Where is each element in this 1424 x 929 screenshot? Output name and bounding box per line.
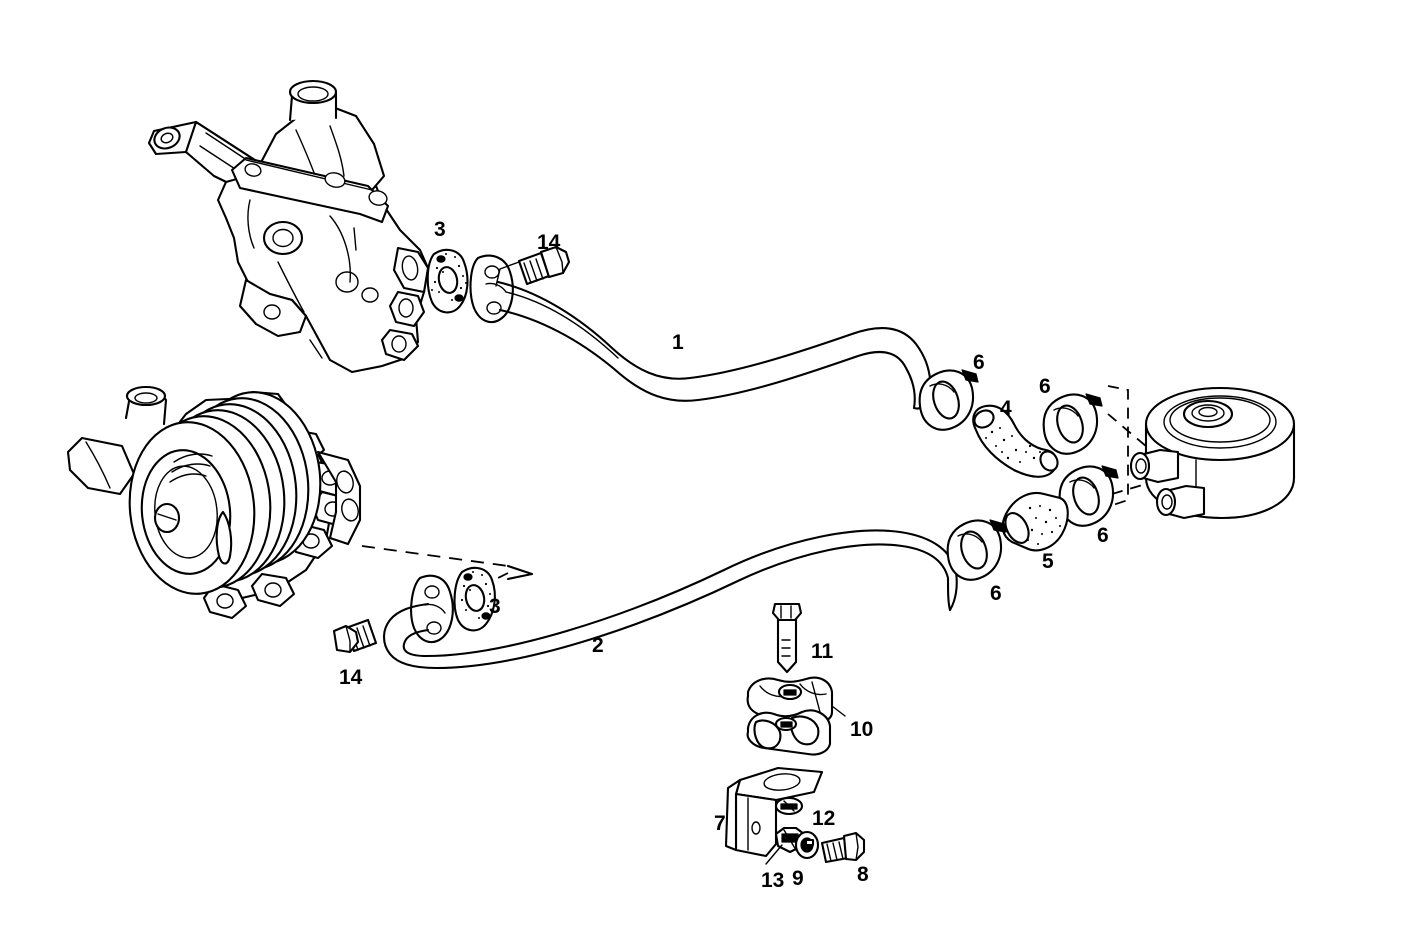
hose-clamp-a bbox=[918, 369, 979, 431]
callout-11: 11 bbox=[811, 640, 834, 663]
flange-bolt-upper bbox=[495, 245, 571, 287]
coolant-pipe-upper bbox=[469, 254, 932, 410]
elbow-hose bbox=[972, 404, 1059, 478]
callout-8: 8 bbox=[857, 863, 869, 886]
callout-9: 9 bbox=[792, 867, 804, 890]
callout-3-upper: 3 bbox=[434, 218, 446, 241]
callout-4: 4 bbox=[1000, 397, 1012, 420]
callout-14-lower: 14 bbox=[339, 666, 363, 689]
mounting-bracket bbox=[724, 766, 824, 858]
callout-10: 10 bbox=[850, 718, 874, 741]
hose-clamp-b bbox=[1042, 393, 1103, 455]
callout-3-lower: 3 bbox=[489, 595, 501, 618]
oil-filter-housing bbox=[147, 79, 430, 374]
callout-6-a: 6 bbox=[973, 351, 985, 374]
water-pump bbox=[66, 385, 362, 620]
callout-6-c: 6 bbox=[1097, 524, 1109, 547]
pipe-clamp-upper-half bbox=[746, 676, 834, 724]
lock-washer bbox=[774, 796, 804, 816]
hose-clamp-d bbox=[946, 519, 1007, 581]
callout-5: 5 bbox=[1042, 550, 1054, 573]
callout-13: 13 bbox=[761, 869, 785, 892]
pipe-clamp-lower-half bbox=[746, 709, 832, 756]
callout-14-upper: 14 bbox=[537, 231, 561, 254]
hex-bolt bbox=[820, 831, 866, 864]
oil-cooler bbox=[1129, 386, 1296, 520]
callout-6-d: 6 bbox=[990, 582, 1002, 605]
callout-1: 1 bbox=[672, 331, 684, 354]
callout-12: 12 bbox=[812, 807, 836, 830]
gasket-lower bbox=[453, 566, 496, 632]
leader-10 bbox=[831, 705, 846, 717]
callout-6-b: 6 bbox=[1039, 375, 1051, 398]
hose-clamp-c bbox=[1058, 465, 1119, 527]
callout-7: 7 bbox=[714, 812, 726, 835]
washer bbox=[794, 830, 820, 860]
gasket-upper bbox=[426, 248, 469, 314]
flange-bolt-lower bbox=[332, 618, 378, 654]
callout-2: 2 bbox=[592, 634, 604, 657]
clamp-bolt bbox=[771, 602, 803, 674]
straight-hose bbox=[1001, 492, 1069, 552]
